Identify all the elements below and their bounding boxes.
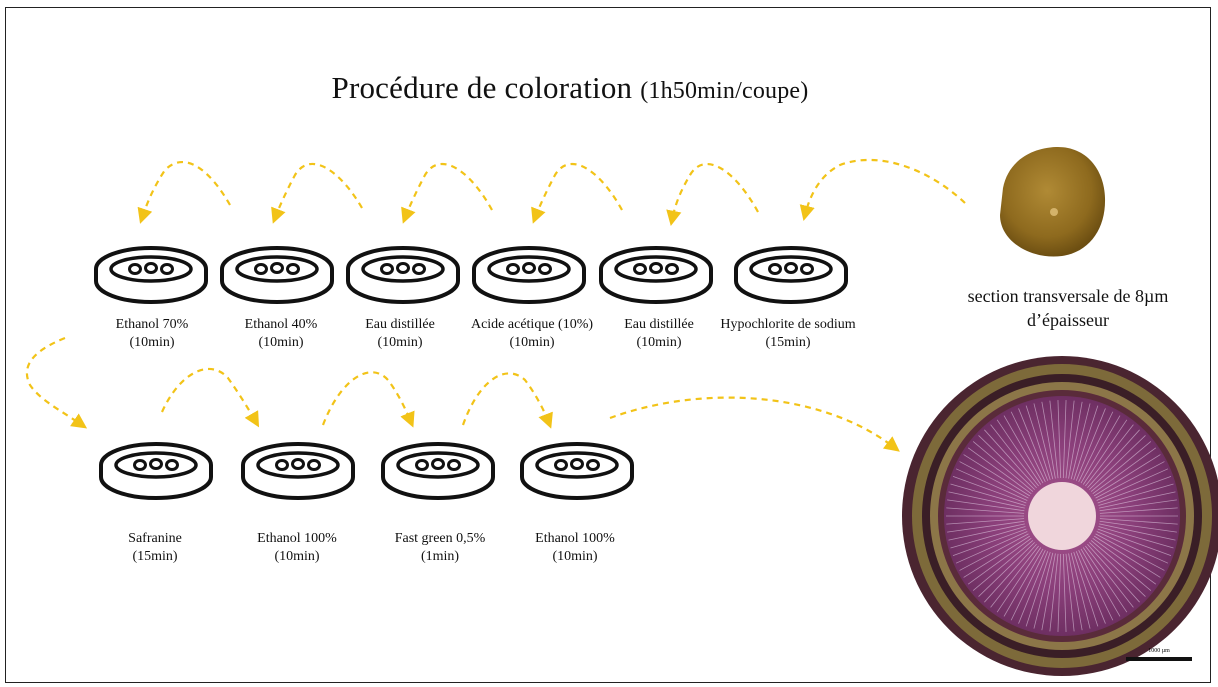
- step-label: Eau distillée (10min): [315, 316, 485, 352]
- step-label: Ethanol 70% (10min): [67, 316, 237, 352]
- step-time: (1min): [420, 549, 460, 564]
- step-time: (15min): [765, 335, 811, 350]
- step-name: Eau distillée: [365, 317, 435, 332]
- flow-arrow: [799, 158, 966, 221]
- petri-dish-icon: [380, 437, 496, 503]
- petri-dish-icon: [240, 437, 356, 503]
- step-time: (10min): [258, 335, 304, 350]
- flow-arrow: [271, 162, 363, 224]
- petri-dish-icon: [733, 241, 849, 307]
- step-name: Safranine: [128, 531, 182, 546]
- petri-dish-icon: [519, 437, 635, 503]
- step-name: Hypochlorite de sodium: [720, 317, 856, 332]
- step-time: (10min): [509, 335, 555, 350]
- flow-arrow: [401, 162, 493, 224]
- step-label: Ethanol 100% (10min): [490, 530, 660, 566]
- step-time: (10min): [377, 335, 423, 350]
- step-time: (10min): [129, 335, 175, 350]
- petri-dish-icon: [598, 241, 714, 307]
- flow-arrow: [321, 371, 415, 428]
- step-name: Acide acétique (10%): [470, 317, 594, 332]
- petri-dish-icon: [98, 437, 214, 503]
- title-sub: (1h50min/coupe): [640, 78, 809, 104]
- flow-arrow: [609, 396, 900, 452]
- step-time: (10min): [552, 549, 598, 564]
- flow-arrow: [25, 336, 88, 429]
- step-name: Ethanol 100%: [535, 531, 615, 546]
- step-label: Fast green 0,5% (1min): [355, 530, 525, 566]
- section-caption-line1: section transversale de 8µm: [967, 286, 1169, 306]
- step-name: Ethanol 70%: [115, 317, 189, 332]
- step-label: Ethanol 40% (10min): [196, 316, 366, 352]
- flow-arrow: [160, 367, 260, 428]
- flow-arrow: [461, 372, 553, 429]
- page-title: Procédure de coloration (1h50min/coupe): [0, 70, 1140, 106]
- petri-dish-icon: [219, 241, 335, 307]
- step-label: Safranine (15min): [70, 530, 240, 566]
- step-time: (10min): [636, 335, 682, 350]
- petri-dish-icon: [471, 241, 587, 307]
- flow-arrow: [137, 160, 231, 224]
- step-name: Ethanol 40%: [244, 317, 318, 332]
- step-name: Eau distillée: [624, 317, 694, 332]
- step-label: Eau distillée (10min): [574, 316, 744, 352]
- flow-arrow: [666, 163, 759, 227]
- step-time: (10min): [274, 549, 320, 564]
- step-label: Hypochlorite de sodium (15min): [703, 316, 873, 352]
- step-time: (15min): [132, 549, 178, 564]
- title-main: Procédure de coloration: [331, 70, 633, 105]
- step-label: Acide acétique (10%) (10min): [447, 316, 617, 352]
- petri-dish-icon: [93, 241, 209, 307]
- flow-arrow: [531, 162, 623, 224]
- step-label: Ethanol 100% (10min): [212, 530, 382, 566]
- step-name: Fast green 0,5%: [394, 531, 486, 546]
- step-name: Ethanol 100%: [257, 531, 337, 546]
- section-caption: section transversale de 8µm d’épaisseur: [938, 284, 1198, 332]
- section-caption-line2: d’épaisseur: [1027, 310, 1109, 330]
- petri-dish-icon: [345, 241, 461, 307]
